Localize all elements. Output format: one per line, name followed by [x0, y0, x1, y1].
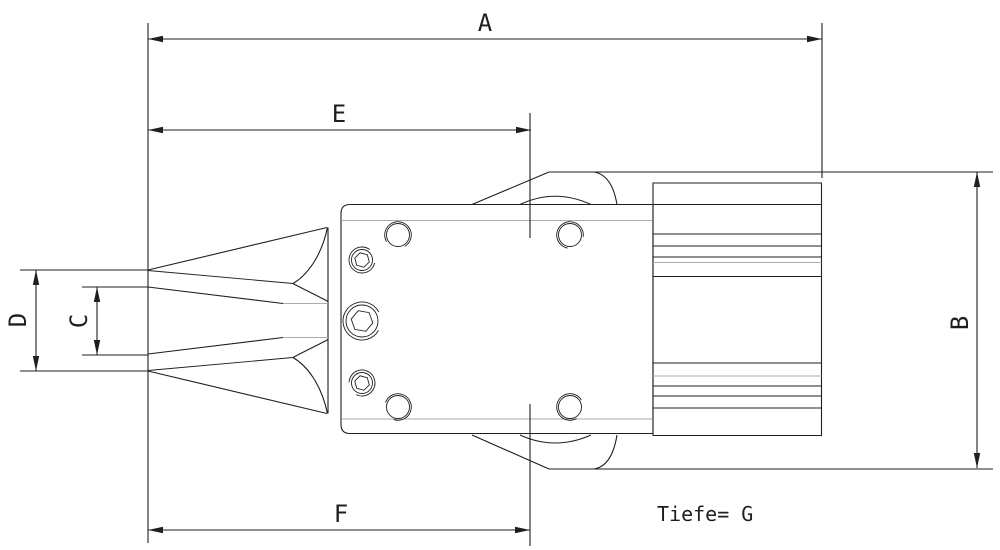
tapped-hole — [556, 221, 584, 249]
socket-screw-small-top — [348, 246, 376, 274]
screw-outer-arc — [348, 369, 376, 397]
tapped-hole — [384, 393, 412, 421]
arrowhead — [93, 340, 101, 355]
upper-jaw-neck-curve — [292, 227, 329, 284]
screw-outer-arc — [348, 246, 376, 274]
dimension-c: C — [65, 286, 148, 356]
arrowhead — [516, 126, 531, 134]
hole-circle — [558, 395, 582, 419]
main-plate-outline — [340, 203, 654, 435]
hole-circle — [386, 223, 410, 247]
lower-jaw-neck-curve — [292, 357, 329, 414]
dimension-f: F — [148, 500, 530, 534]
hole-thread-arc — [384, 393, 412, 421]
top-pivot-dome — [519, 195, 592, 206]
depth-note: Tiefe= G — [657, 502, 753, 526]
dimension-d: D — [4, 269, 148, 372]
screw-outer-arc — [342, 301, 382, 341]
hole-circle — [386, 395, 410, 419]
dim-label-f: F — [334, 500, 348, 528]
arrowhead — [148, 526, 163, 534]
arrowhead — [807, 35, 822, 43]
hex-socket — [350, 310, 374, 332]
lower-jaw-chamfer-edge — [147, 357, 294, 371]
hole-thread-arc — [556, 221, 584, 249]
tapped-hole — [384, 221, 412, 249]
arrowhead — [93, 287, 101, 302]
screw-head-circle — [345, 304, 379, 338]
screw-head-circle — [351, 249, 373, 271]
hex-socket — [354, 252, 370, 268]
bottom-pivot-dome — [519, 434, 592, 444]
bottom-lug-fillet — [593, 434, 618, 470]
lower-jaw-inner-edge — [147, 336, 284, 355]
upper-jaw-chamfer-edge — [147, 270, 294, 284]
dim-label-c: C — [65, 314, 93, 328]
hole-circle — [558, 223, 582, 247]
tapped-hole — [556, 393, 584, 421]
arrowhead — [32, 270, 40, 285]
upper-jaw-inner-edge — [147, 286, 284, 305]
part-view — [147, 171, 823, 470]
arrowhead — [973, 172, 981, 187]
hole-thread-arc — [556, 393, 584, 421]
dim-label-e: E — [332, 100, 346, 128]
top-lug-fillet — [593, 171, 618, 205]
upper-jaw-hook-curve — [292, 283, 329, 302]
socket-screw-small-bottom — [348, 369, 376, 397]
rear-block-outline — [652, 182, 823, 437]
dimension-b: B — [549, 171, 993, 470]
lower-jaw-outer-edge — [147, 370, 328, 415]
upper-jaw-outer-edge — [147, 226, 328, 271]
hole-thread-arc — [384, 221, 412, 249]
socket-screw-large-center — [342, 301, 382, 341]
arrowhead — [515, 526, 530, 534]
arrowhead — [973, 453, 981, 468]
dim-label-b: B — [946, 316, 974, 330]
arrowhead — [148, 35, 163, 43]
dim-label-d: D — [4, 313, 32, 327]
arrowhead — [32, 356, 40, 371]
arrowhead — [148, 126, 163, 134]
hex-socket — [354, 375, 370, 391]
dim-label-a: A — [478, 9, 493, 37]
lower-jaw-hook-curve — [292, 339, 329, 358]
dimension-e: E — [148, 100, 531, 134]
screw-head-circle — [351, 372, 373, 394]
dimension-a: A — [148, 9, 822, 43]
top-lug-slant — [471, 171, 550, 206]
bottom-lug-slant — [471, 434, 550, 470]
